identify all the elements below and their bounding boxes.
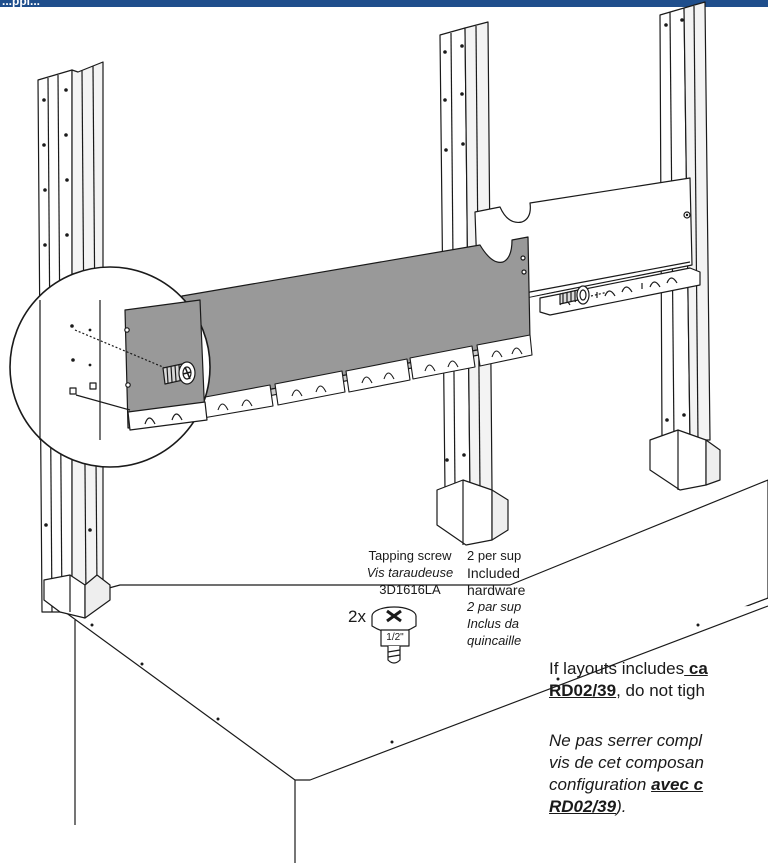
note-en-line1-text: If layouts includes [549,659,685,678]
screw-name-fr: Vis taraudeuse [366,565,454,580]
screw-size: 1/2" [386,632,404,643]
screw-name-en: Tapping screw [368,548,452,563]
note-fr-line3-text: configuration [549,775,652,794]
note-en-line1-emphasis: ca [684,659,708,678]
zoom-circle-holes [70,324,92,367]
screw-part-number: 3D1616LA [379,582,441,597]
note-fr-line3: configuration avec c [549,776,703,793]
qty-en: 2 per sup [467,548,522,563]
included-fr-2: quincaille [467,633,522,648]
note-fr-code: RD02/39 [549,797,617,816]
qty-fr: 2 par sup [467,599,522,614]
note-en-line1: If layouts includes ca [549,660,708,677]
left-upright-holes [42,88,92,532]
note-fr-line3-emphasis: avec c [651,775,704,794]
header-bar [0,0,768,7]
zoom-circle-content [39,299,208,440]
note-fr-line4: RD02/39). [549,798,627,815]
note-en-code: RD02/39 [549,681,617,700]
note-en-line2: RD02/39, do not tigh [549,682,705,699]
middle-upright-holes [443,44,466,462]
back-panel-screw [559,285,609,305]
note-fr-line1: Ne pas serrer compl [549,731,703,750]
note-fr-line2: vis de cet composan [549,753,704,772]
included-en-1: Included [467,565,520,581]
zoom-screw [162,361,196,385]
right-upright-holes [664,18,686,422]
included-fr-1: Inclus da [467,616,520,631]
screw-quantity: 2x [348,607,366,626]
table-dots [90,623,700,744]
header-title: ...ppl... [2,0,40,8]
tapping-screw-icon [371,606,417,664]
back-panel [474,177,693,301]
note-fr-line4-text: ). [616,797,627,816]
note-en-line2-text: , do not tigh [616,681,705,700]
included-en-2: hardware [467,582,526,598]
